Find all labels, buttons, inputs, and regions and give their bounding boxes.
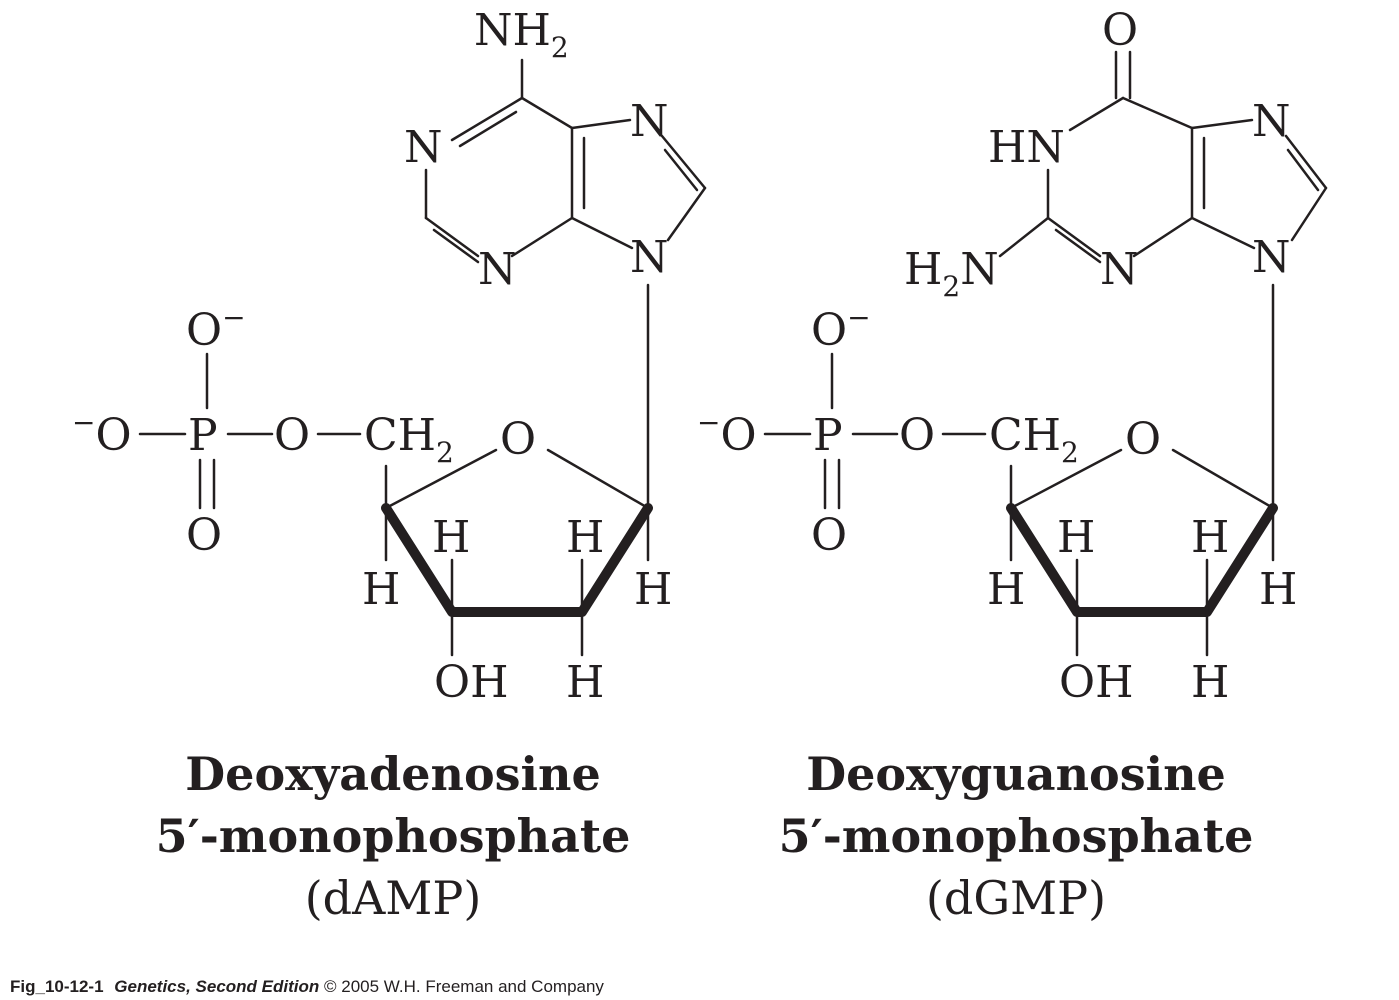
dgmp-n7-label: N <box>1252 96 1291 147</box>
damp-n1-label: N <box>404 122 443 173</box>
dgmp-structure: O HN N N N H2N O− −O P O CH2 O O H H H H… <box>697 5 1328 925</box>
figure-credit: Fig_10-12-1 Genetics, Second Edition © 2… <box>10 977 604 997</box>
book-title: Genetics, Second Edition <box>114 977 320 996</box>
dgmp-sugar-bonds <box>1006 448 1278 657</box>
damp-oxygen-anion-left: −O <box>72 406 132 461</box>
dgmp-oxygen-anion-left: −O <box>697 406 757 461</box>
damp-h-c3-label: H <box>432 512 470 563</box>
dgmp-abbreviation: (dGMP) <box>926 871 1106 925</box>
dgmp-hn-label: HN <box>988 122 1065 173</box>
dgmp-h-c2-top-label: H <box>1191 512 1229 563</box>
damp-double-oxygen-label: O <box>186 510 222 561</box>
damp-amine-label: NH2 <box>474 5 569 64</box>
damp-oxygen-anion-top: O− <box>186 301 246 356</box>
dgmp-n9-label: N <box>1252 232 1291 283</box>
damp-name-line2: 5′-monophosphate <box>156 809 631 863</box>
guanine-bonds <box>998 50 1328 264</box>
damp-hydroxyl-label: OH <box>434 657 508 708</box>
copyright-notice: © 2005 W.H. Freeman and Company <box>324 977 604 996</box>
adenine-bonds <box>424 58 707 264</box>
dgmp-h-c2-bottom-label: H <box>1191 657 1229 708</box>
damp-phosphate-bonds <box>138 352 362 510</box>
damp-h-c2-bottom-label: H <box>566 657 604 708</box>
damp-bridge-oxygen-label: O <box>274 410 310 461</box>
damp-n9-label: N <box>630 232 669 283</box>
dgmp-amine-label: H2N <box>904 244 999 303</box>
damp-sugar-bonds <box>381 448 653 657</box>
figure-id: Fig_10-12-1 <box>10 977 104 996</box>
damp-structure: NH2 N N N N O− −O P O CH2 O O H H H H OH… <box>72 5 707 925</box>
damp-abbreviation: (dAMP) <box>305 871 482 925</box>
damp-phosphorus-label: P <box>188 410 218 461</box>
damp-name-line1: Deoxyadenosine <box>185 747 600 801</box>
dgmp-h-c4-label: H <box>987 564 1025 615</box>
damp-n3-label: N <box>478 244 517 295</box>
structure-figure: NH2 N N N N O− −O P O CH2 O O H H H H OH… <box>72 5 1328 925</box>
damp-ch2-label: CH2 <box>364 410 454 469</box>
dgmp-ring-oxygen-label: O <box>1125 414 1161 465</box>
dgmp-phosphorus-label: P <box>813 410 843 461</box>
dgmp-ch2-label: CH2 <box>989 410 1079 469</box>
damp-h-c4-label: H <box>362 564 400 615</box>
damp-h-c1-label: H <box>634 564 672 615</box>
dgmp-h-c3-label: H <box>1057 512 1095 563</box>
dgmp-name-line2: 5′-monophosphate <box>779 809 1254 863</box>
dgmp-double-oxygen-label: O <box>811 510 847 561</box>
dgmp-oxygen-anion-top: O− <box>811 301 871 356</box>
damp-h-c2-top-label: H <box>566 512 604 563</box>
dgmp-name-line1: Deoxyguanosine <box>806 747 1226 801</box>
damp-ring-oxygen-label: O <box>500 414 536 465</box>
dgmp-hydroxyl-label: OH <box>1059 657 1133 708</box>
dgmp-h-c1-label: H <box>1259 564 1297 615</box>
dgmp-phosphate-bonds <box>763 352 987 510</box>
dgmp-bridge-oxygen-label: O <box>899 410 935 461</box>
dgmp-carbonyl-oxygen-label: O <box>1102 5 1138 56</box>
dgmp-n3-label: N <box>1100 244 1139 295</box>
damp-n7-label: N <box>630 96 669 147</box>
